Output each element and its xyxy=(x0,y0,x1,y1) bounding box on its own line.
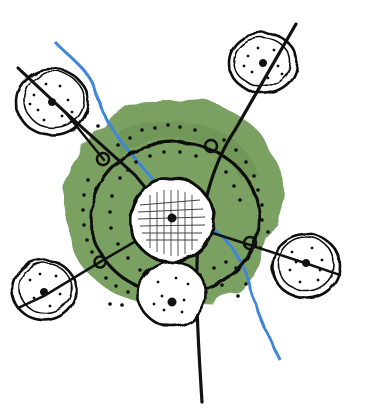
central-city-icon xyxy=(130,178,214,262)
satellite-town-icon xyxy=(138,262,206,326)
